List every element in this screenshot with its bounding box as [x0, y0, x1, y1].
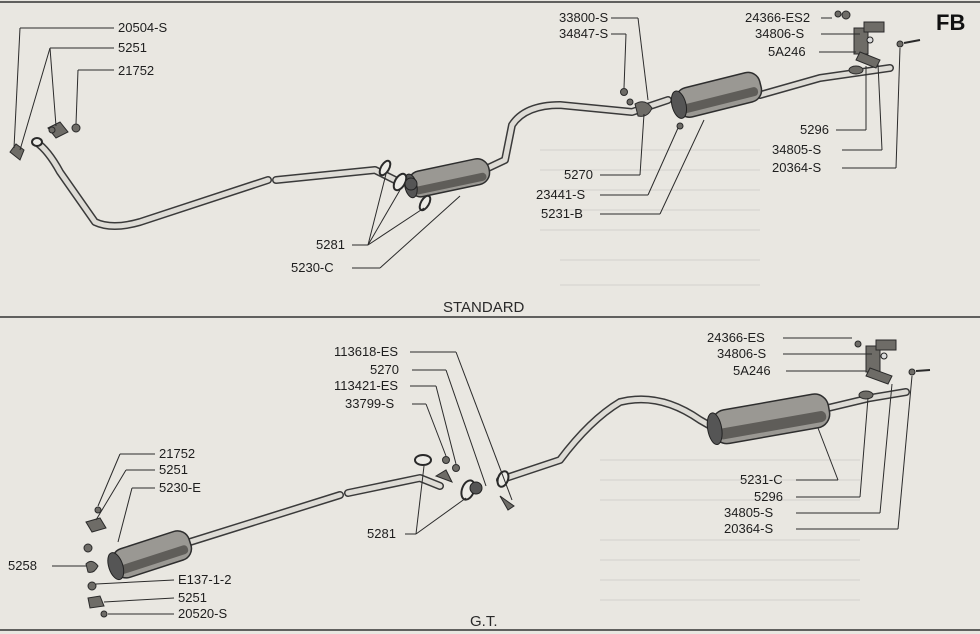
clamp-ring [378, 159, 392, 177]
part-label-24366-es2: 24366-ES2 [745, 10, 810, 25]
part-label-34805-s: 34805-S [724, 505, 773, 520]
part-label-34806-s: 34806-S [717, 346, 766, 361]
clamp-ring [414, 454, 432, 466]
part-label-34847-s: 34847-S [559, 26, 608, 41]
background-faint-text [540, 149, 860, 601]
page-code: FB [936, 10, 965, 35]
part-label-33799-s: 33799-S [345, 396, 394, 411]
part-label-5296: 5296 [754, 489, 783, 504]
part-label-23441-s: 23441-S [536, 187, 585, 202]
part-label-e137-1-2: E137-1-2 [178, 572, 231, 587]
gt-rear-pipe [496, 388, 910, 488]
clamp-bolt [469, 481, 483, 495]
part-label-5251-top: 5251 [159, 462, 188, 477]
clamp-bolt [404, 177, 418, 191]
part-label-5a246: 5A246 [768, 44, 806, 59]
part-label-5a246: 5A246 [733, 363, 771, 378]
part-label-20520-s: 20520-S [178, 606, 227, 621]
gt-rear-muffler [706, 393, 831, 446]
part-label-20364-s: 20364-S [772, 160, 821, 175]
part-label-5230-e: 5230-E [159, 480, 201, 495]
part-label-24366-es: 24366-ES [707, 330, 765, 345]
part-label-5270: 5270 [564, 167, 593, 182]
part-label-5231-b: 5231-B [541, 206, 583, 221]
part-label-21752: 21752 [159, 446, 195, 461]
part-label-34805-s: 34805-S [772, 142, 821, 157]
part-label-34806-s: 34806-S [755, 26, 804, 41]
standard-rear-muffler [670, 71, 763, 119]
standard-front-pipe [31, 137, 399, 230]
rear-hanger-assembly [834, 10, 921, 75]
part-label-113421-es: 113421-ES [334, 378, 398, 393]
part-label-33800-s: 33800-S [559, 10, 608, 25]
part-label-5281: 5281 [316, 237, 345, 252]
part-label-5270: 5270 [370, 362, 399, 377]
clamp-ring [392, 172, 408, 192]
standard-leader-lines [13, 17, 901, 269]
part-label-5230-c: 5230-C [291, 260, 334, 275]
gt-clamp-hardware [434, 456, 515, 511]
standard-section: 20504-S 5251 21752 33800-S 34847-S 24366… [9, 10, 921, 316]
part-label-5251: 5251 [118, 40, 147, 55]
gt-section: 113618-ES 5270 113421-ES 33799-S 24366-E… [8, 330, 931, 630]
standard-rear-pipe [484, 64, 894, 172]
part-label-5281: 5281 [367, 526, 396, 541]
part-label-21752: 21752 [118, 63, 154, 78]
gt-front-muffler [107, 530, 193, 581]
part-label-20504-s: 20504-S [118, 20, 167, 35]
part-label-20364-s: 20364-S [724, 521, 773, 536]
gt-rear-hanger-assembly [854, 339, 931, 400]
part-label-5231-c: 5231-C [740, 472, 783, 487]
gt-leader-lines [52, 337, 913, 615]
standard-front-muffler [403, 158, 491, 199]
gt-front-pipe [186, 474, 444, 546]
section-title-gt: G.T. [470, 613, 498, 630]
part-label-5258: 5258 [8, 558, 37, 573]
rear-clamp-assembly [620, 88, 684, 130]
part-label-5296: 5296 [800, 122, 829, 137]
part-label-113618-es: 113618-ES [334, 344, 398, 359]
part-label-5251-bottom: 5251 [178, 590, 207, 605]
gt-front-hanger-assembly [83, 506, 108, 618]
section-title-standard: STANDARD [443, 299, 525, 316]
